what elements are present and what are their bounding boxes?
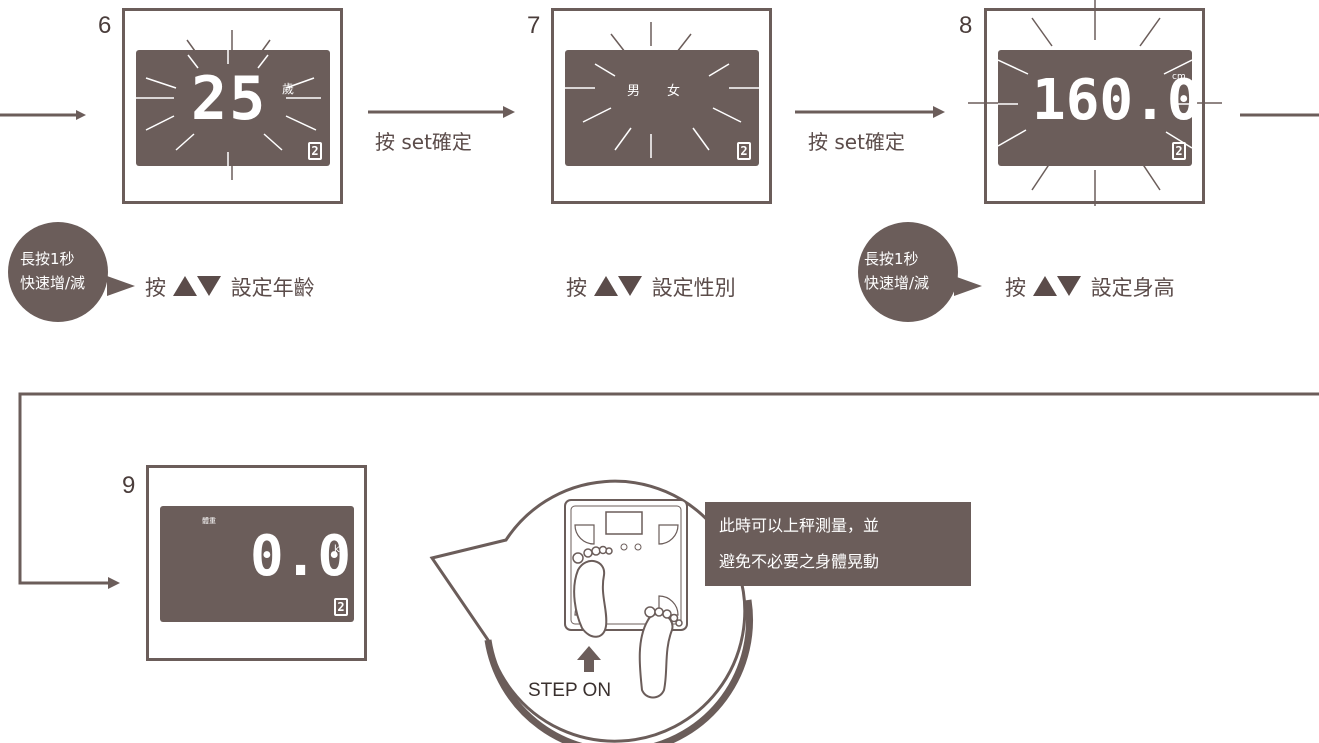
long-press-bubble: 長按1秒 快速增/減 [858, 222, 958, 322]
step-7-display: 男 女 2 [565, 50, 759, 166]
step-6-display: 25 歲 2 [136, 50, 330, 166]
gender-female-label: 女 [667, 84, 681, 99]
height-unit-label: cm [1172, 72, 1186, 82]
bubble-pointer-icon [954, 276, 982, 296]
step-7-caption: 按 設定性別 [566, 272, 736, 302]
height-value: 160.0 [1032, 68, 1201, 133]
up-arrow-icon [593, 276, 618, 296]
blink-rays-icon [565, 63, 759, 158]
caption-text: 設定性別 [651, 276, 736, 300]
note-line-2: 避免不必要之身體晃動 [719, 552, 880, 571]
user-slot-indicator: 2 [308, 142, 322, 160]
gender-male-label: 男 [627, 84, 641, 99]
up-arrow-icon [172, 276, 197, 296]
bubble-line-2: 快速增/減 [20, 274, 86, 292]
weight-value: 0.0 [250, 524, 352, 589]
user-slot-indicator: 2 [334, 598, 348, 616]
age-unit-label: 歲 [282, 82, 295, 96]
step-number-9: 9 [122, 472, 136, 499]
down-arrow-icon [196, 276, 221, 296]
press-prefix: 按 [1005, 276, 1026, 300]
press-prefix: 按 [145, 276, 166, 300]
bubble-line-2: 快速增/減 [864, 274, 930, 292]
step-on-callout [429, 479, 754, 743]
press-prefix: 按 [566, 276, 587, 300]
user-slot-indicator: 2 [1172, 142, 1186, 160]
blink-rays-icon [998, 59, 1192, 149]
blink-rays-icon [136, 50, 321, 166]
user-slot-indicator: 2 [737, 142, 751, 160]
instruction-note: 此時可以上秤測量，並 避免不必要之身體晃動 [705, 502, 971, 586]
step-number-8: 8 [959, 12, 973, 39]
caption-text: 設定身高 [1090, 276, 1175, 300]
down-arrow-icon [617, 276, 642, 296]
down-arrow-icon [1056, 276, 1081, 296]
step-8-caption: 按 設定身高 [1005, 272, 1175, 302]
step-9-display: 體重 0.0 kg 2 [160, 506, 354, 622]
weight-unit-label: kg [334, 544, 347, 555]
up-arrow-icon [1032, 276, 1057, 296]
step-8-display: 160.0 cm 2 [998, 50, 1201, 166]
bubble-line-1: 長按1秒 [864, 250, 919, 268]
step-number-7: 7 [527, 12, 541, 39]
blink-rays-icon [610, 22, 692, 53]
note-line-1: 此時可以上秤測量，並 [719, 516, 880, 535]
long-press-bubble: 長按1秒 快速增/減 [8, 222, 108, 322]
bubble-pointer-icon [107, 276, 135, 296]
bubble-line-1: 長按1秒 [20, 250, 75, 268]
step-6-caption: 按 設定年齡 [145, 272, 315, 302]
confirm-instruction-2: 按 set確定 [808, 130, 905, 154]
caption-text: 設定年齡 [230, 276, 315, 300]
age-value: 25 [191, 64, 268, 134]
step-number-6: 6 [98, 12, 112, 39]
weight-display-label: 體重 [202, 517, 216, 525]
confirm-instruction-1: 按 set確定 [375, 130, 472, 154]
step-on-label: STEP ON [528, 680, 612, 701]
